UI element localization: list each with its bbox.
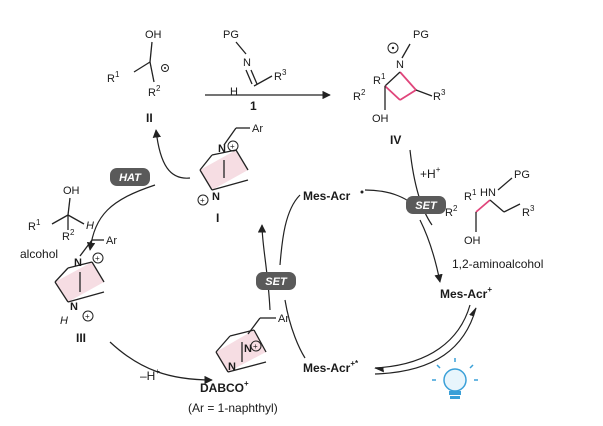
pg-label: PG <box>514 169 530 181</box>
arrow-dabco-to-ii <box>152 129 191 179</box>
svg-text:+: + <box>230 142 235 151</box>
set-label: SET <box>415 200 438 212</box>
dabco-h-iii: N N + + Ar H III <box>54 235 117 345</box>
dabco-name: DABCO+ <box>200 379 249 395</box>
h-label: H <box>60 315 68 327</box>
r1-label: R1 <box>464 188 477 203</box>
svg-text:N: N <box>228 361 236 373</box>
imine-reagent: PG N H R3 1 <box>223 29 287 113</box>
svg-text:N: N <box>74 257 82 269</box>
compound-roman: III <box>76 331 86 345</box>
r1-label: R1 <box>107 70 120 85</box>
set-pill-upper: SET <box>406 196 446 214</box>
arrow-excited-from-set <box>284 299 306 359</box>
r2-label: R2 <box>148 84 161 99</box>
h-label: H <box>86 220 94 232</box>
arrow-set-to-cation <box>419 219 443 283</box>
compound-roman: I <box>216 211 219 225</box>
ar-label: Ar <box>278 313 289 325</box>
proton-loss: –H+ <box>140 367 160 383</box>
r2-label: R2 <box>353 88 366 103</box>
svg-text:+: + <box>85 312 90 321</box>
r3-label: R3 <box>433 88 446 103</box>
pg-label: PG <box>223 29 239 41</box>
oh-label: OH <box>63 185 80 197</box>
proton-add: +H+ <box>420 165 441 181</box>
n-label: N <box>243 57 251 69</box>
aminoalcohol-product: HN PG R3 R1 R2 OH 1,2-aminoalcohol <box>445 169 543 271</box>
arrow-set-to-i <box>257 224 271 311</box>
arrow-relaxation <box>374 307 477 375</box>
arrow-alcohol-to-iii <box>86 184 156 251</box>
svg-text:+: + <box>95 254 100 263</box>
arrow-photoexcitation <box>374 304 471 373</box>
alcohol-substrate: OH R1 R2 H alcohol <box>20 185 94 261</box>
svg-text:N: N <box>212 191 220 203</box>
ar-label: Ar <box>252 123 263 135</box>
alcohol-label: alcohol <box>20 247 58 261</box>
compound-number: 1 <box>250 99 257 113</box>
h-label: H <box>230 86 238 98</box>
mes-acr-excited: Mes-Acr+* <box>303 359 359 375</box>
pg-label: PG <box>413 29 429 41</box>
r2-label: R2 <box>445 204 458 219</box>
n-label: N <box>396 59 404 71</box>
set-pill-lower: SET <box>256 272 296 290</box>
oh-label: OH <box>145 29 162 41</box>
dabco-radical-i: N N + + Ar I <box>197 123 263 225</box>
compound-roman: IV <box>390 133 401 147</box>
radical-iv: PG N R3 R1 R2 OH IV <box>353 29 446 147</box>
r1-label: R1 <box>373 72 386 87</box>
oh-label: OH <box>372 113 389 125</box>
set-label: SET <box>265 276 288 288</box>
dabco-cation: N N + Ar DABCO+ (Ar = 1-naphthyl) <box>188 313 289 415</box>
radical-ii: OH R1 R2 II <box>107 29 169 125</box>
svg-text:+: + <box>200 196 205 205</box>
mes-acr-cation: Mes-Acr+ <box>440 285 492 301</box>
svg-text:N: N <box>70 301 78 313</box>
arrow-iii-to-dabco <box>109 341 213 385</box>
r2-label: R2 <box>62 228 75 243</box>
ar-label: Ar <box>106 235 117 247</box>
svg-text:N: N <box>244 343 252 355</box>
mes-acr-radical: Mes-Acr <box>303 189 351 203</box>
aryl-note: (Ar = 1-naphthyl) <box>188 401 278 415</box>
r3-label: R3 <box>274 68 287 83</box>
hat-pill: HAT <box>110 168 150 186</box>
product-label: 1,2-aminoalcohol <box>452 257 543 271</box>
oh-label: OH <box>464 235 481 247</box>
compound-roman: II <box>146 111 153 125</box>
hat-label: HAT <box>119 172 142 184</box>
svg-text:+: + <box>253 342 258 351</box>
r1-label: R1 <box>28 218 41 233</box>
r3-label: R3 <box>522 204 535 219</box>
arrow-radical-to-set <box>279 194 301 266</box>
svg-text:N: N <box>218 143 226 155</box>
hn-label: HN <box>480 187 496 199</box>
light-bulb-icon <box>432 358 478 399</box>
